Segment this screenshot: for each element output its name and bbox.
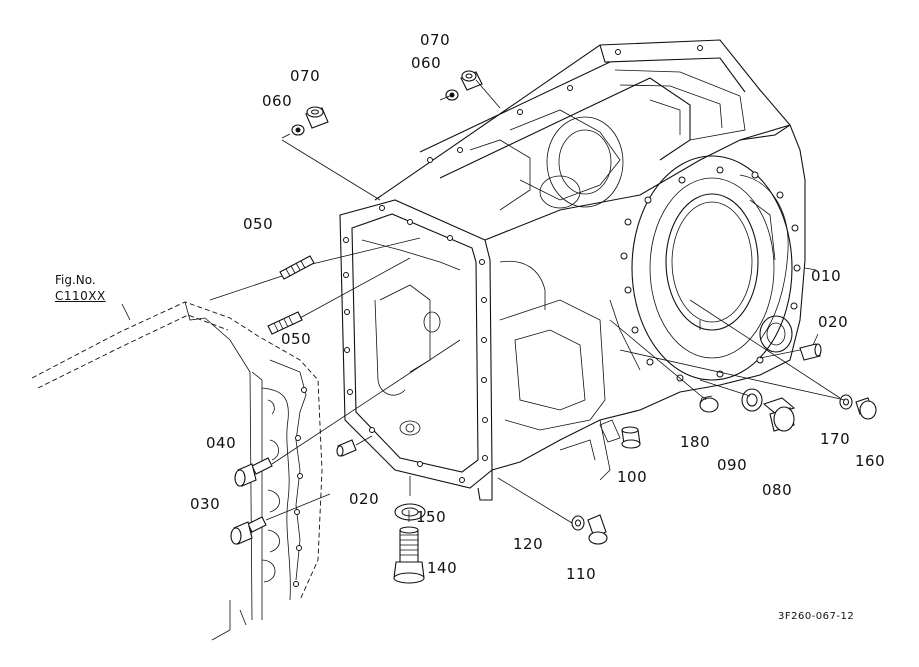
figure-label: Fig.No.	[55, 273, 96, 287]
pin-020-left	[336, 439, 357, 457]
collar-070-upper	[460, 70, 483, 91]
plug-160	[855, 397, 877, 420]
washer-170	[839, 394, 853, 410]
callout-060: 060	[262, 92, 293, 110]
plug-080	[762, 397, 796, 432]
adjacent-housing-outline	[31, 301, 323, 641]
figure-code: C110XX	[55, 289, 106, 303]
callout-080: 080	[762, 481, 793, 499]
callout-010: 010	[811, 267, 842, 285]
callout-050: 050	[243, 215, 274, 233]
callout-040: 040	[206, 434, 237, 452]
callout-060: 060	[411, 54, 442, 72]
stud-050-lower	[267, 311, 303, 335]
gasket-150	[394, 503, 426, 521]
callout-070: 070	[420, 31, 451, 49]
callout-050: 050	[281, 330, 312, 348]
callout-030: 030	[190, 495, 221, 513]
plug-110	[587, 514, 608, 545]
leader-lines	[121, 79, 846, 524]
pin-020-right	[799, 343, 822, 361]
figure-reference: Fig.No. C110XX	[55, 272, 106, 304]
stud-050-upper	[279, 255, 315, 280]
seal-090	[741, 388, 763, 412]
callout-070: 070	[290, 67, 321, 85]
callout-110: 110	[566, 565, 597, 583]
bolt-030	[230, 516, 267, 545]
callout-020: 020	[818, 313, 849, 331]
drawing-id: 3F260-067-12	[778, 611, 855, 622]
callout-180: 180	[680, 433, 711, 451]
plug-100	[621, 426, 641, 449]
nut-060-lower	[291, 124, 305, 136]
callout-150: 150	[416, 508, 447, 526]
callout-020: 020	[349, 490, 380, 508]
transmission-case	[339, 39, 806, 501]
collar-070-lower	[305, 106, 329, 129]
plug-180	[699, 395, 719, 413]
callout-090: 090	[717, 456, 748, 474]
callout-160: 160	[855, 452, 886, 470]
washer-120	[571, 515, 585, 531]
bolt-040	[234, 457, 273, 487]
drain-plug-140	[393, 526, 425, 584]
callout-120: 120	[513, 535, 544, 553]
callout-140: 140	[427, 559, 458, 577]
callout-100: 100	[617, 468, 648, 486]
callout-170: 170	[820, 430, 851, 448]
